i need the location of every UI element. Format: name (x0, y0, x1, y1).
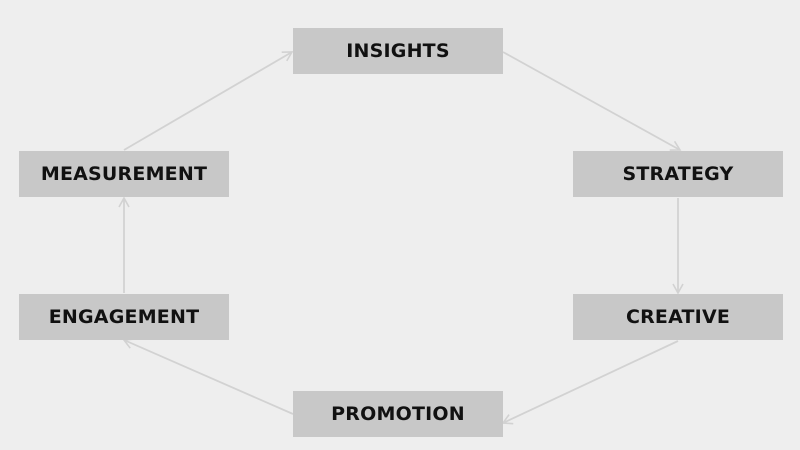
arrow-insights-to-strategy (502, 51, 682, 151)
node-engagement: ENGAGEMENT (19, 294, 229, 340)
node-label: INSIGHTS (346, 40, 450, 62)
node-creative: CREATIVE (573, 294, 783, 340)
node-strategy: STRATEGY (573, 151, 783, 197)
node-label: MEASUREMENT (40, 163, 208, 185)
node-label: PROMOTION (331, 403, 465, 425)
node-label: CREATIVE (625, 306, 731, 328)
node-promotion: PROMOTION (293, 391, 503, 437)
node-label: ENGAGEMENT (48, 306, 200, 328)
arrow-promotion-to-engagement (122, 338, 294, 415)
node-insights: INSIGHTS (293, 28, 503, 74)
arrow-creative-to-promotion (501, 340, 679, 425)
node-label: STRATEGY (622, 163, 734, 185)
node-measurement: MEASUREMENT (19, 151, 229, 197)
arrow-measurement-to-insights (123, 51, 294, 151)
